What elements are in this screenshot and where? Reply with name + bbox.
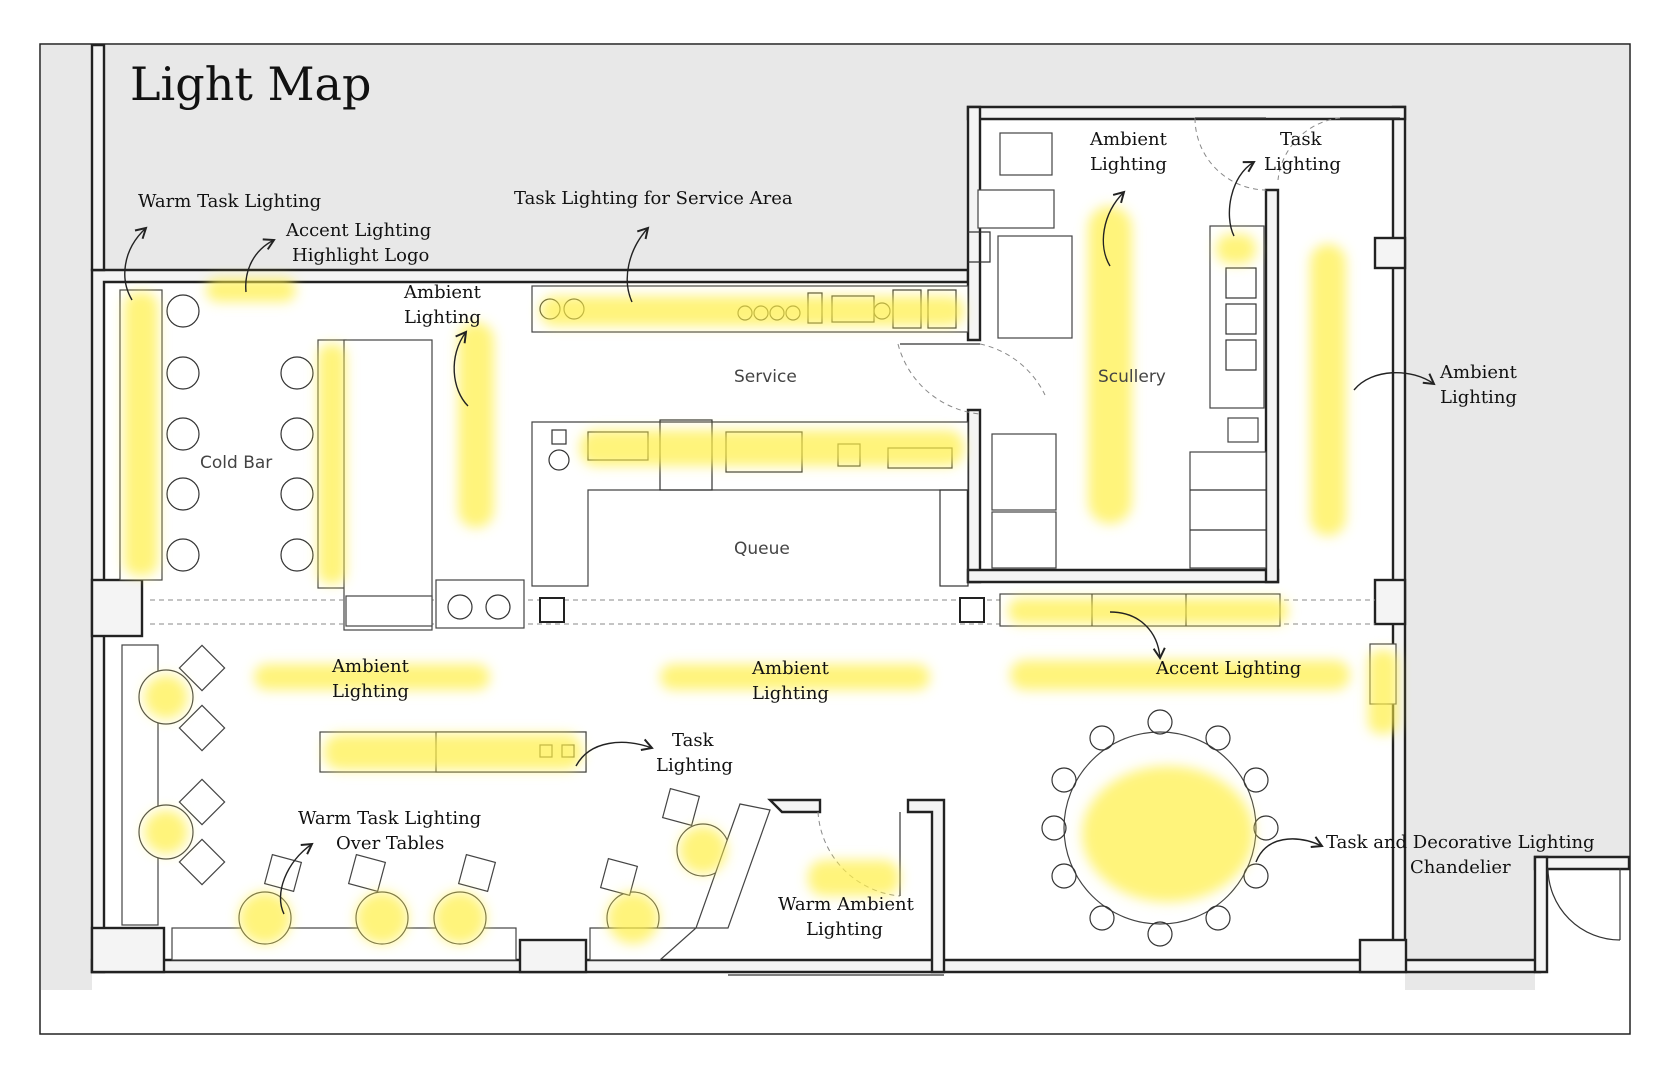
glow-table-5 [679, 826, 727, 874]
label-warm-tables-line2: Over Tables [336, 833, 444, 854]
glow-long-table [324, 734, 582, 770]
glow-counter-accent [1008, 598, 1288, 624]
exterior-area [41, 45, 1629, 990]
room-label-service: Service [734, 367, 797, 387]
label-warm-ambient-line2: Lighting [806, 919, 883, 940]
glow-table-2 [356, 892, 408, 944]
label-chandelier-line2: Chandelier [1410, 857, 1511, 878]
glow-dining-right [1010, 660, 1350, 690]
label-chandelier-line1: Task and Decorative Lighting [1326, 832, 1595, 853]
glow-table-1 [239, 892, 291, 944]
label-ambient-scullery-line2: Lighting [1090, 154, 1167, 175]
glow-dining-left [254, 664, 490, 690]
label-warm-ambient-line1: Warm Ambient [778, 894, 915, 915]
glow-cold-bar-counter [318, 344, 346, 584]
glow-chandelier [1082, 766, 1254, 902]
glow-service-lower [580, 430, 964, 466]
label-accent-logo-line1: Accent Lighting [285, 220, 431, 241]
glow-seat-2 [144, 810, 188, 854]
glow-table-4 [607, 892, 659, 944]
glow-seat-1 [144, 675, 188, 719]
scullery-walls [966, 188, 1280, 584]
label-task-scullery-line2: Lighting [1264, 154, 1341, 175]
page-title: Light Map [130, 57, 371, 111]
interior-partitions [728, 798, 946, 976]
label-accent-counter: Accent Lighting [1155, 658, 1301, 679]
light-glows [124, 206, 1398, 944]
glow-cold-bar-left [124, 292, 158, 576]
room-label-queue: Queue [734, 539, 790, 559]
label-task-table-line2: Lighting [656, 755, 733, 776]
cold-bar-furniture [119, 289, 433, 631]
label-arrows [124, 161, 1436, 915]
label-ambient-right-line2: Lighting [1440, 387, 1517, 408]
glow-logo [206, 278, 296, 302]
label-ambient-left-line2: Lighting [332, 681, 409, 702]
label-task-scullery-line1: Task [1280, 129, 1323, 150]
glow-right-hall [1310, 244, 1346, 536]
label-ambient-bar-line2: Lighting [404, 307, 481, 328]
glow-dining-center [660, 664, 930, 690]
label-ambient-center-line1: Ambient [751, 658, 830, 679]
label-warm-task-top: Warm Task Lighting [138, 191, 321, 212]
label-task-table-line1: Task [672, 730, 715, 751]
glow-service-top [540, 296, 964, 326]
outer-walls [90, 43, 1631, 974]
label-ambient-right-line1: Ambient [1439, 362, 1518, 383]
glow-right-wall [1368, 650, 1398, 734]
glow-table-3 [434, 892, 486, 944]
label-ambient-center-line2: Lighting [752, 683, 829, 704]
glow-scullery-center [1088, 206, 1132, 524]
label-task-service: Task Lighting for Service Area [514, 188, 793, 209]
sheet-border [39, 43, 1631, 1035]
glow-warm-ambient [808, 860, 900, 896]
label-accent-logo-line2: Highlight Logo [292, 245, 429, 266]
glow-ambient-bar [458, 322, 494, 528]
glow-scullery-sinks [1216, 234, 1256, 264]
scullery-furniture [977, 132, 1267, 569]
label-ambient-bar-line1: Ambient [403, 282, 482, 303]
room-label-scullery: Scullery [1098, 367, 1166, 387]
label-ambient-scullery-line1: Ambient [1089, 129, 1168, 150]
label-ambient-left-line1: Ambient [331, 656, 410, 677]
room-label-cold-bar: Cold Bar [200, 453, 272, 473]
label-warm-tables-line1: Warm Task Lighting [298, 808, 481, 829]
